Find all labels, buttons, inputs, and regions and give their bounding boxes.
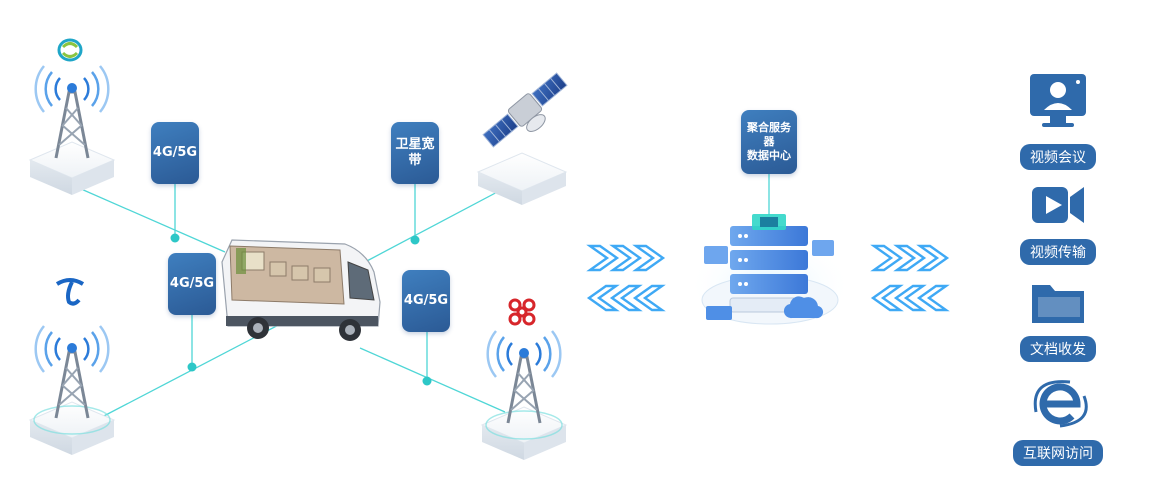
folder-icon [1032, 285, 1084, 323]
link-tag-bottom-left: 4G/5G [168, 253, 216, 315]
app-video-transmission: 视频传输 [1003, 233, 1113, 265]
link-dot [422, 376, 432, 386]
chevron-right-icon [632, 244, 666, 272]
link-tag-label: 4G/5G [152, 144, 198, 160]
chevron-left-icon [609, 284, 643, 312]
app-video-conference: 视频会议 [1003, 138, 1113, 170]
chevron-left-icon [870, 284, 904, 312]
arrows-right-right [870, 244, 950, 272]
link-tag-bottom-right: 4G/5G [402, 270, 450, 332]
chevron-left-icon [893, 284, 927, 312]
app-label: 视频传输 [1020, 239, 1096, 265]
arrows-left-right [870, 284, 950, 312]
link-line-top-right [364, 179, 521, 263]
app-internet-access: 互联网访问 [1003, 434, 1113, 466]
chevron-left-icon [632, 284, 666, 312]
arrows-left-left [586, 284, 666, 312]
satellite-icon [482, 72, 568, 148]
link-tag-label: 4G/5G [169, 275, 215, 291]
link-tag-label: 卫星宽带 [395, 136, 435, 168]
chevron-right-icon [916, 244, 950, 272]
video-camera-icon [1032, 187, 1084, 223]
link-dot [410, 235, 420, 245]
link-dot [170, 233, 180, 243]
connection-dots [170, 233, 432, 386]
vehicle-image [221, 239, 381, 341]
china-mobile-logo [57, 38, 83, 62]
platform-bottom-left [28, 401, 116, 455]
chevron-right-icon [893, 244, 927, 272]
server-icon [688, 214, 852, 333]
tower-icon [34, 65, 110, 159]
app-label: 视频会议 [1020, 144, 1096, 170]
platform-bottom-right [480, 406, 568, 460]
link-tag-top-right: 卫星宽带 [391, 122, 439, 184]
arrows-right-left [586, 244, 666, 272]
link-tag-top-left: 4G/5G [151, 122, 199, 184]
tower-icon [34, 325, 110, 419]
platform-top-left [28, 141, 116, 195]
app-label: 文档收发 [1020, 336, 1096, 362]
link-line-bottom-right [359, 347, 506, 413]
china-unicom-logo [508, 298, 536, 326]
china-telecom-logo [55, 278, 85, 306]
chevron-left-icon [916, 284, 950, 312]
app-document-transfer: 文档收发 [1003, 330, 1113, 362]
tower-icon [486, 330, 562, 424]
link-line-top-left [71, 184, 226, 253]
chevron-right-icon [586, 244, 620, 272]
chevron-left-icon [586, 284, 620, 312]
server-tag: 聚合服务器 数据中心 [741, 110, 797, 174]
link-dot [187, 362, 197, 372]
server-tag-label: 聚合服务器 数据中心 [747, 121, 791, 162]
monitor-user-icon [1030, 74, 1086, 127]
app-label: 互联网访问 [1013, 440, 1103, 466]
chevron-right-icon [609, 244, 643, 272]
internet-explorer-icon [1033, 380, 1088, 428]
link-tag-label: 4G/5G [403, 292, 449, 308]
platform-top-right [476, 152, 568, 205]
chevron-right-icon [870, 244, 904, 272]
